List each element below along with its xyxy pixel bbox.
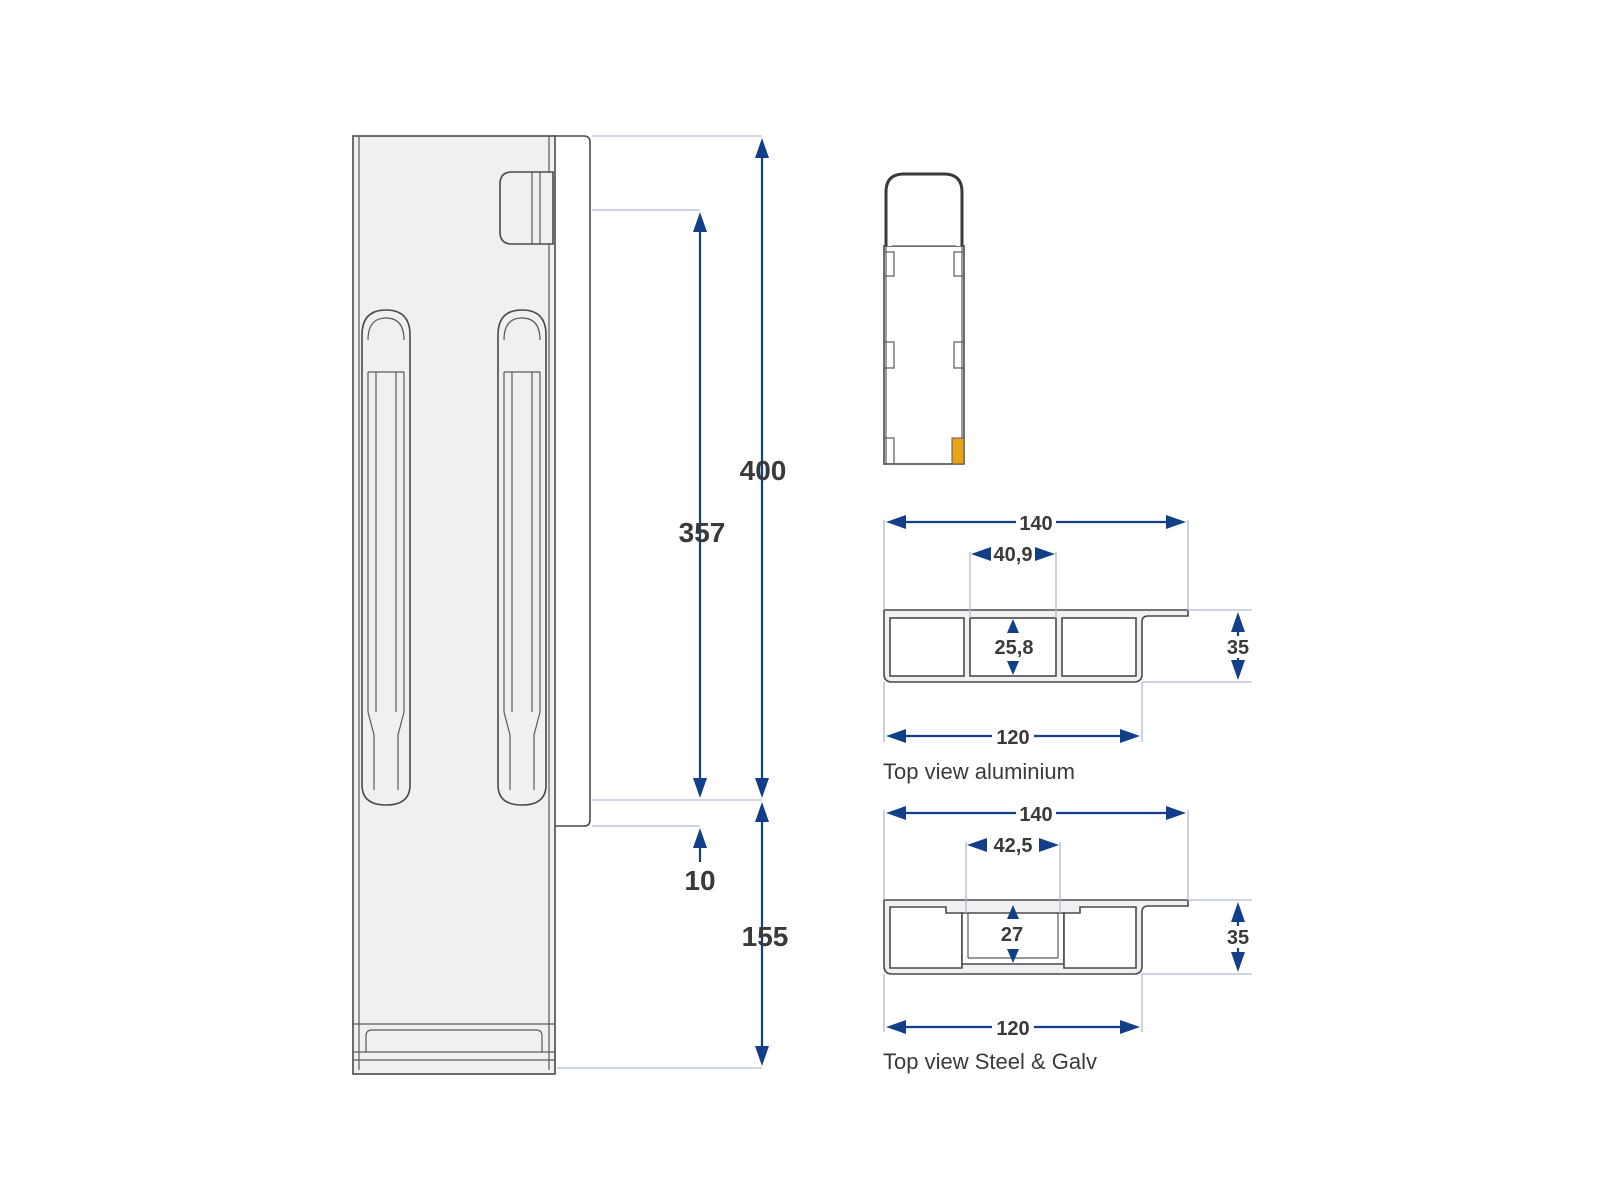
slot-right [497,309,547,806]
steel-inner-height-label: 27 [1001,924,1023,946]
aluminium-chamber [889,617,965,677]
dimension-155 [755,802,769,1066]
side-view: 400 357 10 155 [352,135,789,1075]
front-view-cap [884,172,964,246]
dimension-10-label: 10 [684,865,715,896]
aluminium-inner-height-label: 25,8 [995,637,1034,659]
side-view-back-plate [552,135,591,827]
dimension-10 [693,828,707,862]
dimension-357-label: 357 [679,517,726,548]
steel-width-label: 140 [1019,804,1052,826]
slot-left [361,309,411,806]
steel-profile-inner [889,906,963,969]
foot [353,1023,555,1061]
steel-profile-inner [1063,906,1137,969]
front-view [883,172,965,465]
front-view-notch [883,437,895,465]
front-view-notch [883,341,895,369]
front-view-notch [883,251,895,277]
top-hook [499,171,554,245]
front-view-body [883,245,965,465]
aluminium-base-label: 120 [996,727,1029,749]
steel-section: 140 42,5 27 35 120 Top view Steel & Galv [883,804,1254,1074]
aluminium-chamber [1061,617,1137,677]
dimension-357 [693,212,707,798]
dimension-155-label: 155 [742,921,789,952]
steel-base-label: 120 [996,1018,1029,1040]
aluminium-section: 140 40,9 25,8 35 120 Top view aluminium [883,513,1254,784]
aluminium-caption: Top view aluminium [883,759,1075,784]
dimension-400 [755,138,769,798]
dimension-400-label: 400 [740,455,787,486]
aluminium-inner-width-label: 40,9 [994,544,1033,566]
aluminium-height-label: 35 [1227,637,1249,659]
steel-caption: Top view Steel & Galv [883,1049,1097,1074]
front-view-notch [953,251,965,277]
steel-inner-width-label: 42,5 [994,835,1033,857]
steel-height-label: 35 [1227,927,1249,949]
front-view-notch [953,341,965,369]
front-view-accent-marker [951,437,965,465]
aluminium-width-label: 140 [1019,513,1052,535]
